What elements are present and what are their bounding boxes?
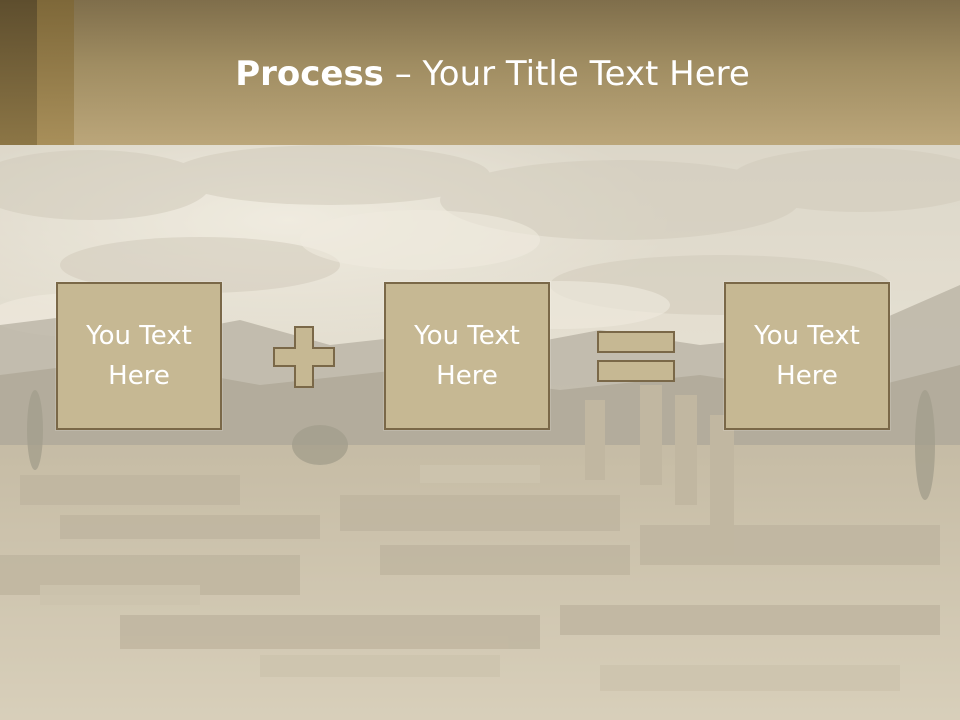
title-bar: Process – Your Title Text Here (0, 0, 960, 145)
process-box-3-text: You Text Here (754, 321, 860, 391)
process-box-3[interactable]: You Text Here (724, 282, 890, 430)
photo-fade-overlay (0, 145, 960, 720)
header-accent-mid (37, 0, 74, 145)
title-rest-text: – Your Title Text Here (383, 54, 750, 94)
process-box-1-text: You Text Here (86, 321, 192, 391)
process-box-2-text: You Text Here (414, 321, 520, 391)
header-accent-dark (0, 0, 37, 145)
process-box-2[interactable]: You Text Here (384, 282, 550, 430)
slide-title[interactable]: Process – Your Title Text Here (0, 48, 960, 100)
process-box-1[interactable]: You Text Here (56, 282, 222, 430)
title-bold-text: Process (235, 54, 384, 94)
plus-icon (273, 326, 335, 388)
equals-icon (596, 330, 676, 384)
